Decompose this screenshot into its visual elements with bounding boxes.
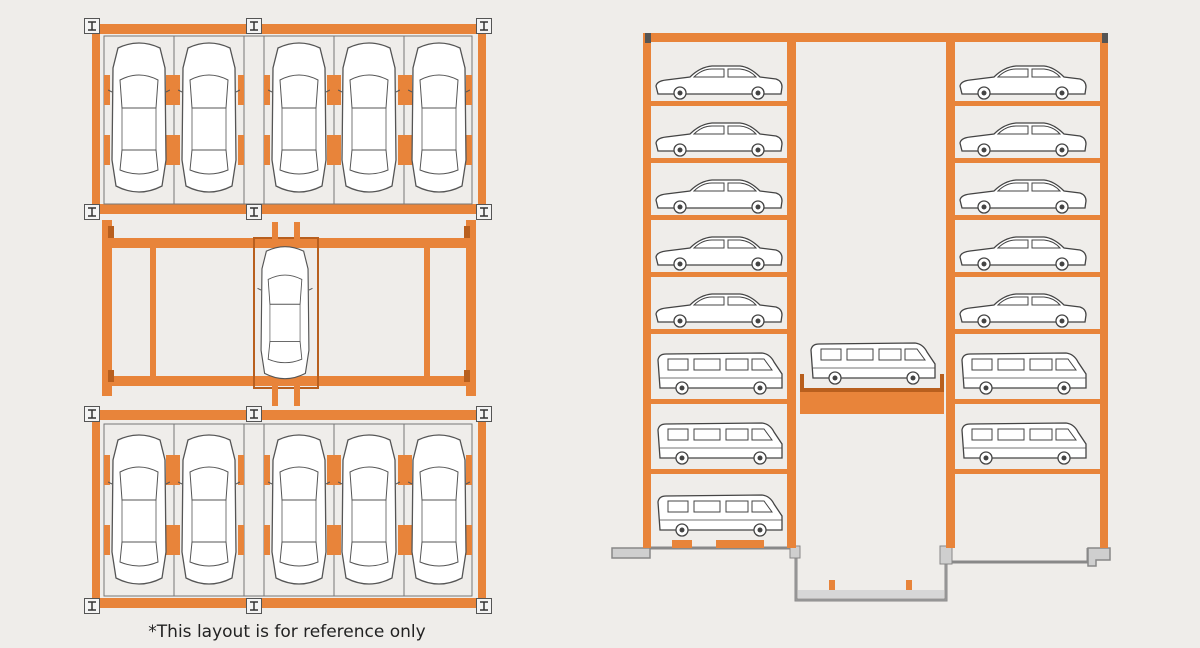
sedan-top-icon [178, 42, 240, 193]
sedan-top-icon [268, 42, 330, 193]
sedan-top-icon [108, 434, 170, 585]
van-side-icon [657, 494, 783, 537]
sedan-top-icon [256, 246, 314, 380]
column-i-beam-icon [246, 204, 262, 220]
van-side-icon [657, 422, 783, 465]
plan-top-block [92, 24, 486, 214]
sedan-side-icon [655, 236, 783, 271]
column-i-beam-icon [476, 18, 492, 34]
sedan-side-icon [959, 65, 1087, 100]
left-tower-vehicles [655, 65, 783, 537]
sedan-side-icon [655, 122, 783, 157]
sedan-top-icon [338, 434, 400, 585]
column-i-beam-icon [84, 204, 100, 220]
column-i-beam-icon [476, 204, 492, 220]
van-side-icon [961, 352, 1087, 395]
column-i-beam-icon [246, 18, 262, 34]
right-tower-shelves [955, 101, 1100, 474]
sedan-side-icon [959, 236, 1087, 271]
van-side-icon [657, 352, 783, 395]
lift-platform [800, 342, 944, 414]
plan-bottom-block [92, 410, 486, 608]
column-i-beam-icon [476, 598, 492, 614]
left-tower-shelves [651, 101, 787, 548]
plan-lift-block [102, 220, 476, 406]
column-i-beam-icon [476, 406, 492, 422]
plan-top-rails [104, 75, 472, 165]
van-side-icon [961, 422, 1087, 465]
elevation-frame [643, 33, 1108, 548]
van-side-icon [810, 342, 936, 385]
sedan-top-icon [338, 42, 400, 193]
column-i-beam-icon [84, 598, 100, 614]
sedan-side-icon [959, 293, 1087, 328]
sedan-top-icon [268, 434, 330, 585]
column-i-beam-icon [246, 406, 262, 422]
sedan-side-icon [959, 122, 1087, 157]
column-i-beam-icon [84, 406, 100, 422]
column-i-beam-icon [246, 598, 262, 614]
elevation-view [611, 33, 1111, 602]
sedan-side-icon [655, 65, 783, 100]
sedan-top-icon [178, 434, 240, 585]
sedan-side-icon [655, 179, 783, 214]
sedan-side-icon [655, 293, 783, 328]
sedan-top-icon [408, 434, 470, 585]
plan-view [84, 18, 492, 614]
plan-bottom-rails [104, 455, 472, 555]
layout-disclaimer: *This layout is for reference only [148, 622, 426, 642]
ground-pit [611, 545, 1111, 602]
column-i-beam-icon [84, 18, 100, 34]
sedan-top-icon [408, 42, 470, 193]
right-tower-vehicles [959, 65, 1087, 465]
sedan-top-icon [108, 42, 170, 193]
sedan-side-icon [959, 179, 1087, 214]
